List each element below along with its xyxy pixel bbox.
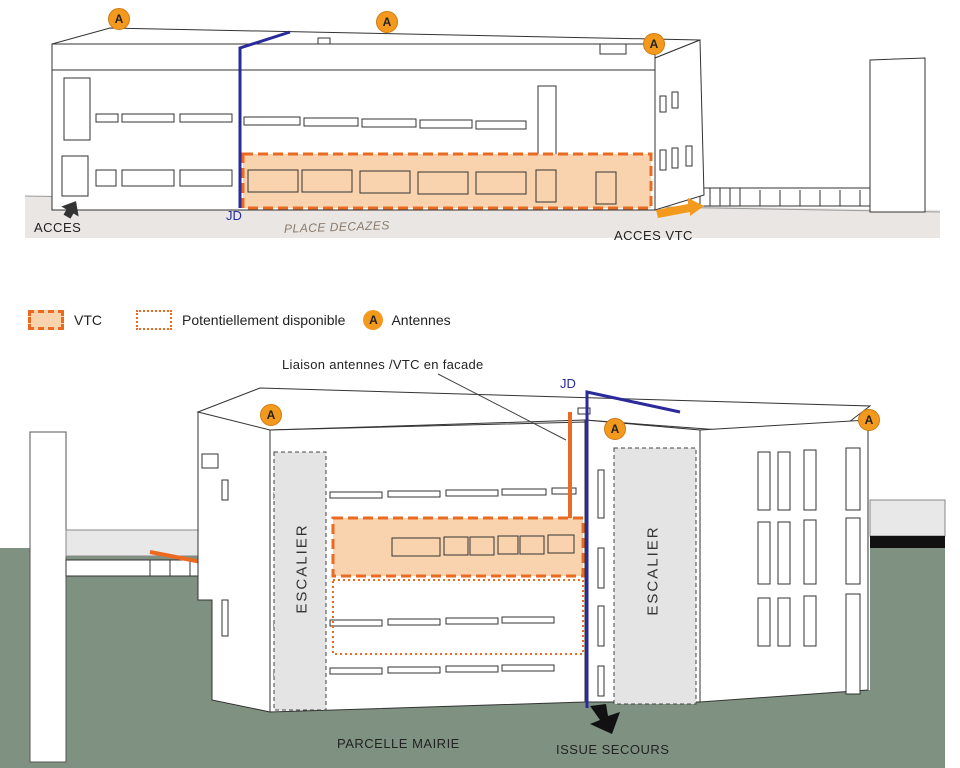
legend: VTC Potentiellement disponible A Antenne… [28, 305, 451, 335]
black-band [870, 536, 945, 548]
right-windows [597, 447, 861, 697]
label-acces: ACCES [34, 220, 82, 235]
right-stair [613, 447, 697, 705]
antenna-icon: A [108, 8, 130, 30]
window [63, 77, 91, 141]
roof-vent [317, 37, 331, 45]
roof-unit [599, 43, 627, 55]
label-parcelle-mairie: PARCELLE MAIRIE [337, 736, 460, 751]
legend-antennes-label: Antennes [391, 312, 451, 328]
issue-secours-arrow-icon [590, 704, 620, 734]
left-wall [29, 431, 67, 763]
label-jd-bottom: JD [560, 376, 576, 391]
hatched-wall [65, 529, 217, 557]
top-side-wall [654, 39, 705, 211]
antenna-icon: A [376, 11, 398, 33]
roof-vent [577, 407, 591, 415]
bottom-vtc-zone [331, 516, 585, 578]
legend-vtc-label: VTC [74, 312, 102, 328]
bottom-building-view [0, 373, 946, 768]
top-vtc-zone [241, 152, 653, 210]
antenna-icon: A [643, 33, 665, 55]
acces-arrow-icon [61, 201, 79, 219]
legend-vtc-swatch [28, 310, 64, 330]
bottom-vtc-windows [391, 534, 575, 557]
door [61, 155, 89, 197]
label-jd-top: JD [226, 208, 242, 223]
label-escalier-right: ESCALIER [644, 525, 662, 616]
legend-potential-label: Potentiellement disponible [182, 312, 346, 328]
side-windows [659, 91, 693, 171]
label-acces-vtc: ACCES VTC [614, 228, 693, 243]
label-liaison: Liaison antennes /VTC en facade [282, 357, 484, 372]
upper-window-strip [95, 113, 527, 130]
label-issue-secours: ISSUE SECOURS [556, 742, 670, 757]
lower-window-strip [95, 169, 233, 187]
fence [699, 187, 871, 207]
vtc-windows [247, 169, 617, 205]
antenna-icon: A [858, 409, 880, 431]
label-escalier-left: ESCALIER [293, 523, 311, 614]
antenna-icon: A [604, 418, 626, 440]
potential-zone [332, 579, 584, 655]
legend-antenna-icon: A [363, 310, 384, 330]
fence-bars [709, 188, 861, 206]
liaison-pointer [437, 373, 567, 441]
top-building-view [24, 27, 941, 238]
left-block-windows [201, 453, 229, 637]
antenna-icon: A [260, 404, 282, 426]
bottom-jd-line [585, 390, 681, 708]
hatched-wall-right [869, 499, 946, 537]
left-stair [273, 451, 327, 711]
neighbor-building [869, 57, 926, 213]
acces-vtc-arrow-icon [656, 198, 704, 218]
window [537, 85, 557, 159]
legend-potential-swatch [136, 310, 172, 330]
top-jd-line [238, 30, 291, 208]
